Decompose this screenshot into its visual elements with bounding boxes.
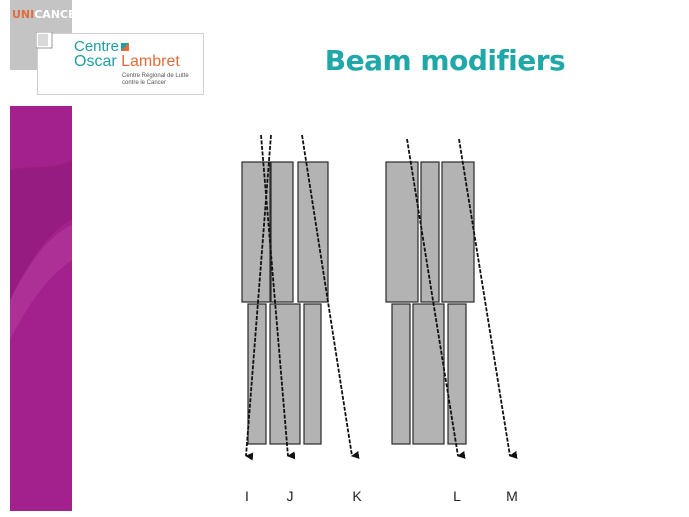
sidebar-decoration <box>10 0 72 511</box>
left-lower-blocks <box>247 303 322 445</box>
logo-oscar-text: Oscar <box>74 53 117 70</box>
ray-label-i: I <box>245 488 249 504</box>
right-lower-block-2 <box>412 303 445 445</box>
left-lower-block-3 <box>303 303 322 445</box>
ray-label-m: M <box>506 488 518 504</box>
slide-title: Beam modifiers <box>324 44 566 77</box>
ray-label-k: K <box>352 488 362 504</box>
right-upper-block-2 <box>420 161 440 303</box>
logo-line2: Oscar Lambret <box>74 53 180 71</box>
ray-j <box>260 134 296 460</box>
brand-suffix: CANCER <box>34 8 85 21</box>
ray-i <box>245 134 272 461</box>
brand-prefix: UNI <box>12 8 35 21</box>
right-lower-blocks <box>391 303 467 445</box>
logo-tagline: Centre Régional de Lutte contre le Cance… <box>122 73 189 87</box>
ray-k <box>301 134 360 459</box>
left-upper-block-2 <box>270 161 294 303</box>
logo-centre-text: Centre <box>74 38 120 55</box>
right-lower-block-3 <box>447 303 467 445</box>
sidebar-magenta-swoosh <box>10 160 72 300</box>
left-lower-block-1 <box>247 303 267 445</box>
ray-l <box>406 138 466 459</box>
ray-labels: I J K L M <box>245 488 518 504</box>
ray-label-l: L <box>453 488 461 504</box>
unicancer-brand: UNICANCER <box>10 6 84 24</box>
ray-m <box>458 138 518 459</box>
beam-rays <box>245 134 518 461</box>
logo-line1: Centre <box>74 38 130 55</box>
right-upper-block-1 <box>385 161 419 303</box>
left-upper-block-3 <box>297 161 329 303</box>
centre-oscar-lambret-logo: Centre Oscar Lambret Centre Régional de … <box>36 32 204 95</box>
right-upper-block-3 <box>441 161 475 303</box>
logo-tagline-line2: contre le Cancer <box>122 80 167 86</box>
sidebar-magenta-swoosh-light <box>10 225 72 340</box>
logo-mark-icon <box>36 32 53 49</box>
logo-tagline-line1: Centre Régional de Lutte <box>122 73 189 79</box>
ray-label-j: J <box>287 488 294 504</box>
left-upper-block-1 <box>241 161 271 303</box>
right-lower-block-1 <box>391 303 411 445</box>
left-upper-blocks <box>241 161 329 303</box>
logo-flag-icon <box>121 43 130 51</box>
left-lower-block-2 <box>269 303 301 445</box>
logo-lambret-text: Lambret <box>121 53 180 70</box>
